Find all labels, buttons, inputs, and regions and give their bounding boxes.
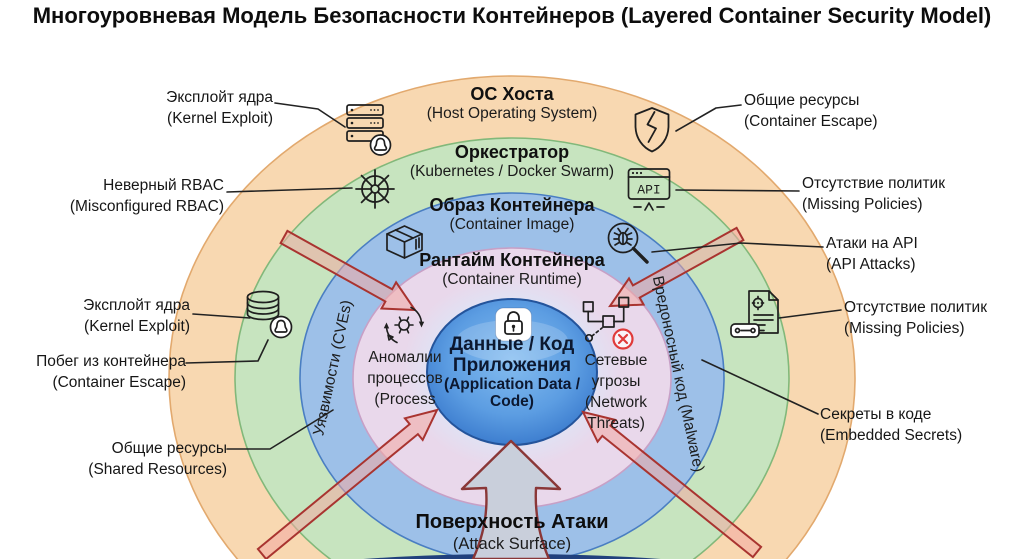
container-package-icon	[386, 225, 423, 259]
process-anomaly-gear-icon	[383, 306, 425, 344]
layer-label-container-runtime: Рантайм Контейнера (Container Runtime)	[312, 250, 712, 289]
title-line-ru: Многоуровневая Модель Безопасности Конте…	[32, 3, 615, 28]
callout-kernel-exploit-mid: Эксплойт ядра (Kernel Exploit)	[0, 295, 190, 337]
secrets-policy-document-icon	[730, 290, 779, 338]
threat-line: (Network	[584, 394, 647, 411]
threat-line: Сетевые	[584, 352, 648, 369]
callout-line-ru: Побег из контейнера	[36, 353, 186, 370]
attack-surface-arrow	[460, 439, 562, 559]
callout-line	[192, 313, 251, 319]
callout-line-ru: Общие ресурсы	[111, 440, 227, 457]
core-label-application-data: Данные / Код Приложения (Application Dat…	[427, 334, 597, 410]
callout-missing-policies-bottom: Отсутствие политик (Missing Policies)	[844, 297, 1024, 339]
callout-line-ru: Эксплойт ядра	[83, 297, 190, 314]
callout-line-ru: Секреты в коде	[820, 406, 932, 423]
callout-line-ru: Отсутствие политик	[802, 175, 945, 192]
threat-line: Threats)	[587, 415, 645, 432]
callout-line	[675, 104, 742, 132]
callout-api-attacks: Атаки на API (API Attacks)	[826, 233, 1016, 275]
layer-label-ru: Рантайм Контейнера	[419, 250, 605, 270]
core-label-en: (Application Data /	[443, 376, 581, 393]
threat-line: (Process	[374, 391, 436, 408]
callout-line	[651, 242, 824, 253]
core-label-ru: Данные / Код	[449, 334, 575, 355]
callout-line-en: (Misconfigured RBAC)	[69, 198, 224, 215]
callout-line-en: (API Attacks)	[826, 256, 916, 273]
callout-line-ru: Общие ресурсы	[744, 92, 860, 109]
callout-line	[274, 102, 346, 128]
callout-line-en: (Kernel Exploit)	[84, 318, 190, 335]
threat-label-process-anomalies: Аномалии процессов (Process	[350, 347, 460, 410]
title-line-en: (Layered Container Security Model)	[620, 3, 992, 28]
callout-line	[675, 189, 800, 192]
callout-line	[226, 187, 353, 193]
callout-kernel-exploit-top: Эксплойт ядра (Kernel Exploit)	[43, 87, 273, 129]
callout-line-en: (Missing Policies)	[844, 320, 965, 337]
threat-line: угрозы	[591, 373, 641, 390]
callout-line-en: (Missing Policies)	[802, 196, 923, 213]
attack-arrow-top-left	[279, 229, 417, 312]
attack-surface-label: Поверхность Атаки (Attack Surface)	[362, 510, 662, 554]
callout-embedded-secrets: Секреты в коде (Embedded Secrets)	[820, 404, 1020, 446]
attack-arrow-bottom-right	[581, 410, 763, 559]
layer-label-en: (Container Image)	[449, 216, 575, 233]
kubernetes-helm-icon	[355, 169, 395, 209]
attack-surface-ru: Поверхность Атаки	[415, 511, 609, 533]
diagram-title: Многоуровневая Модель Безопасности Конте…	[0, 3, 1024, 29]
callout-line	[701, 359, 819, 415]
callout-line-en: (Container Escape)	[52, 374, 186, 391]
network-threat-icon	[582, 296, 634, 350]
layer-label-en: (Kubernetes / Docker Swarm)	[409, 163, 615, 180]
callout-line-en: (Shared Resources)	[88, 461, 227, 478]
core-label-ru: Приложения	[452, 355, 572, 376]
bug-scan-magnifier-icon	[607, 222, 649, 264]
callout-line-ru: Эксплойт ядра	[166, 89, 273, 106]
threat-line: процессов	[367, 370, 443, 387]
layer-label-host-os: ОС Хоста (Host Operating System)	[312, 84, 712, 123]
api-window-icon: API	[627, 168, 671, 211]
callout-line-en: (Embedded Secrets)	[820, 427, 963, 444]
callout-line-en: (Kernel Exploit)	[167, 110, 273, 127]
layer-label-ru: ОС Хоста	[470, 84, 554, 104]
callout-line-ru: Отсутствие политик	[844, 299, 987, 316]
layer-label-en: (Host Operating System)	[426, 105, 598, 122]
callout-line-ru: Неверный RBAC	[103, 177, 224, 194]
callout-line-ru: Атаки на API	[826, 235, 918, 252]
kernel-database-linux-icon	[246, 290, 293, 339]
callout-line	[226, 409, 334, 450]
attack-arrow-bottom-left	[256, 408, 439, 559]
host-server-linux-icon	[346, 104, 392, 156]
layer-label-ru: Оркестратор	[454, 142, 570, 162]
layer-label-ru: Образ Контейнера	[429, 195, 595, 215]
callout-misconfigured-rbac: Неверный RBAC (Misconfigured RBAC)	[6, 175, 224, 217]
layer-label-en: (Container Runtime)	[442, 271, 582, 288]
callout-container-escape-right: Общие ресурсы (Container Escape)	[744, 90, 984, 132]
layer-label-container-image: Образ Контейнера (Container Image)	[312, 195, 712, 234]
core-label-en: Code)	[490, 393, 534, 410]
callout-missing-policies-top: Отсутствие политик (Missing Policies)	[802, 173, 1022, 215]
callout-shared-resources: Общие ресурсы (Shared Resources)	[0, 438, 227, 480]
attack-surface-en: (Attack Surface)	[452, 535, 572, 553]
attack-arrow-top-right	[608, 226, 745, 308]
threat-line: Аномалии	[368, 349, 442, 366]
callout-line	[185, 339, 269, 364]
api-icon-label: API	[637, 183, 660, 198]
threat-label-network-threats: Сетевые угрозы (Network Threats)	[564, 350, 668, 434]
data-lock-icon	[495, 307, 532, 342]
callout-container-escape-left: Побег из контейнера (Container Escape)	[0, 351, 186, 393]
broken-shield-icon	[634, 107, 670, 153]
layer-label-orchestrator: Оркестратор (Kubernetes / Docker Swarm)	[312, 142, 712, 181]
callout-line-en: (Container Escape)	[744, 113, 878, 130]
callout-line	[778, 309, 842, 319]
